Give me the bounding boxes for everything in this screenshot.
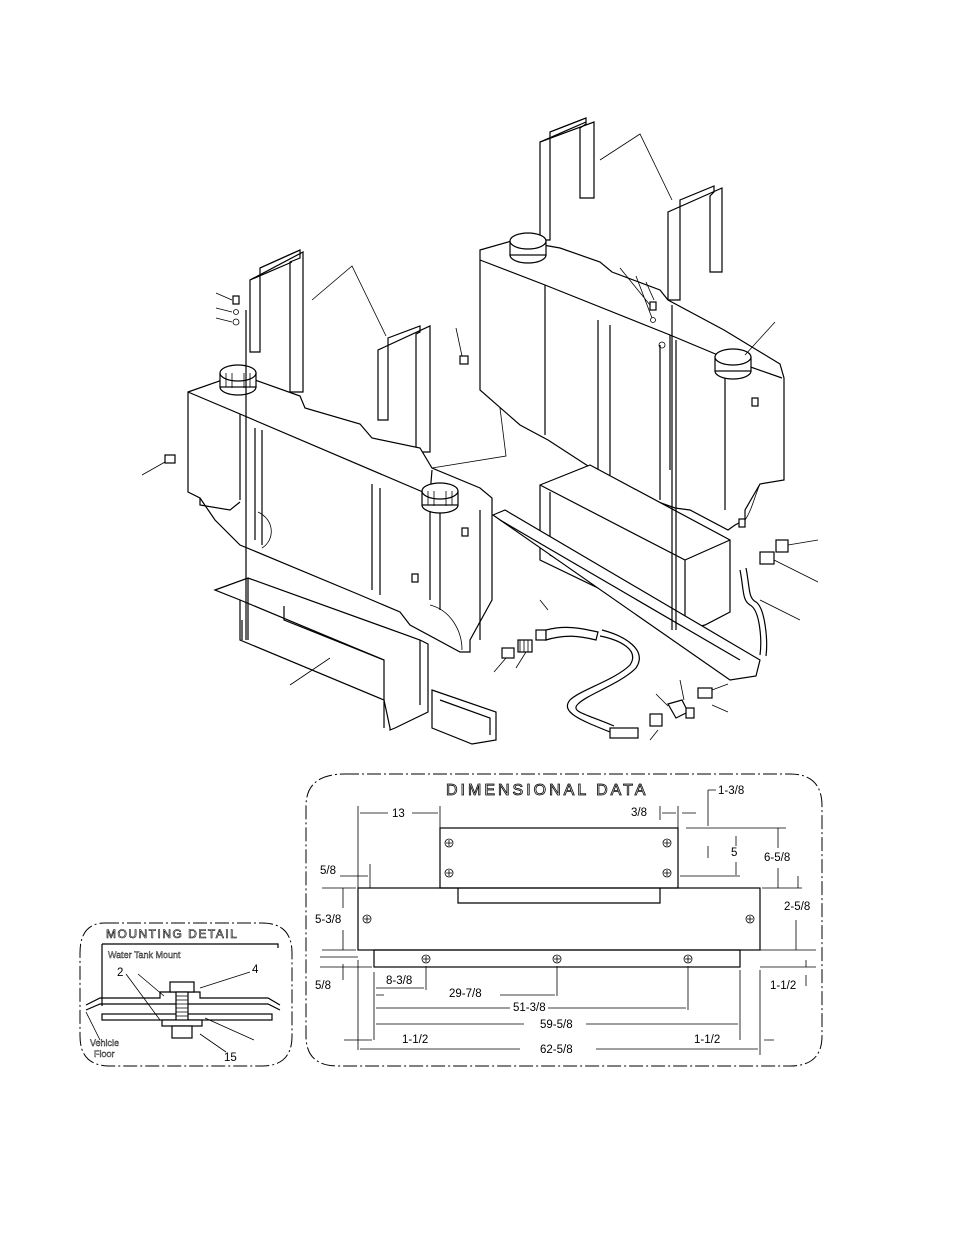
- vehicle-floor-label-line2: Floor: [94, 1049, 115, 1059]
- left-tank-fill-cap-2: [421, 482, 459, 514]
- right-water-tank: [479, 232, 785, 531]
- exploded-tank-assembly: [141, 117, 819, 745]
- bolt-hole: [662, 868, 672, 878]
- bolt-hole: [552, 954, 562, 964]
- dimensional-data-panel: DIMENSIONAL DATA: [305, 773, 823, 1067]
- left-tank-strap-2: [377, 325, 431, 453]
- dim-8-3-8: 8-3/8: [386, 975, 412, 987]
- dim-5: 5: [731, 847, 737, 859]
- right-tank-fill-cap-2: [714, 348, 752, 380]
- hardware-stack-right: [619, 267, 677, 630]
- dim-51-3-8: 51-3/8: [513, 1002, 546, 1014]
- bolt-hole: [421, 954, 431, 964]
- bolt-hole: [362, 914, 372, 924]
- bolt-hole: [444, 868, 454, 878]
- dim-3-8: 3/8: [631, 807, 647, 819]
- callout-15: 15: [224, 1052, 237, 1064]
- water-tank-mount-label: Water Tank Mount: [108, 950, 181, 960]
- dim-1-1-2-side: 1-1/2: [770, 980, 796, 992]
- right-tank-fill-cap-1: [509, 232, 547, 264]
- mounting-detail-panel: MOUNTING DETAIL Water Tank Mount 2 4 15 …: [79, 922, 293, 1067]
- dimension-labels: 13 3/8 1-3/8 5 6-5/8 5/8 5-3/8 2-5/8 5/8…: [315, 785, 810, 1056]
- dim-5-8-top: 5/8: [320, 865, 336, 877]
- hose-assembly: [493, 539, 819, 741]
- mounting-detail-title: MOUNTING DETAIL: [106, 927, 238, 941]
- drain-plugs: [141, 327, 469, 476]
- dimension-lines: [320, 789, 816, 1055]
- dimensional-data-title: DIMENSIONAL DATA: [446, 782, 648, 799]
- callout-2: 2: [117, 967, 123, 979]
- right-base-bracket: [491, 464, 761, 681]
- dim-5-3-8: 5-3/8: [315, 914, 341, 926]
- dim-59-5-8: 59-5/8: [540, 1019, 573, 1031]
- right-tank-strap-1: [539, 117, 595, 241]
- bolt-assembly: [85, 981, 281, 1039]
- callout-4: 4: [252, 964, 259, 976]
- vehicle-floor-label-line1: Vehicle: [90, 1038, 119, 1048]
- left-base-bracket: [213, 577, 497, 745]
- bolt-hole: [745, 914, 755, 924]
- dim-1-1-2-left: 1-1/2: [402, 1034, 428, 1046]
- dim-1-3-8: 1-3/8: [718, 785, 744, 797]
- left-tank-fill-cap-1: [219, 364, 257, 396]
- right-tank-strap-2: [667, 185, 723, 301]
- dim-13: 13: [392, 808, 405, 820]
- left-water-tank: [187, 364, 493, 653]
- dim-2-5-8: 2-5/8: [784, 901, 810, 913]
- bolt-hole: [662, 838, 672, 848]
- dim-29-7-8: 29-7/8: [449, 988, 482, 1000]
- hardware-stack-left: [215, 292, 247, 640]
- dim-1-1-2-right: 1-1/2: [694, 1034, 720, 1046]
- bolt-holes: [362, 838, 755, 964]
- leader-lines: [289, 133, 776, 686]
- mount-plate-outline: [357, 827, 761, 968]
- left-tank-strap-1: [249, 249, 304, 393]
- bolt-hole: [683, 954, 693, 964]
- bolt-hole: [444, 838, 454, 848]
- dim-5-8-bottom: 5/8: [315, 980, 331, 992]
- dim-6-5-8: 6-5/8: [764, 852, 790, 864]
- dim-62-5-8: 62-5/8: [540, 1044, 573, 1056]
